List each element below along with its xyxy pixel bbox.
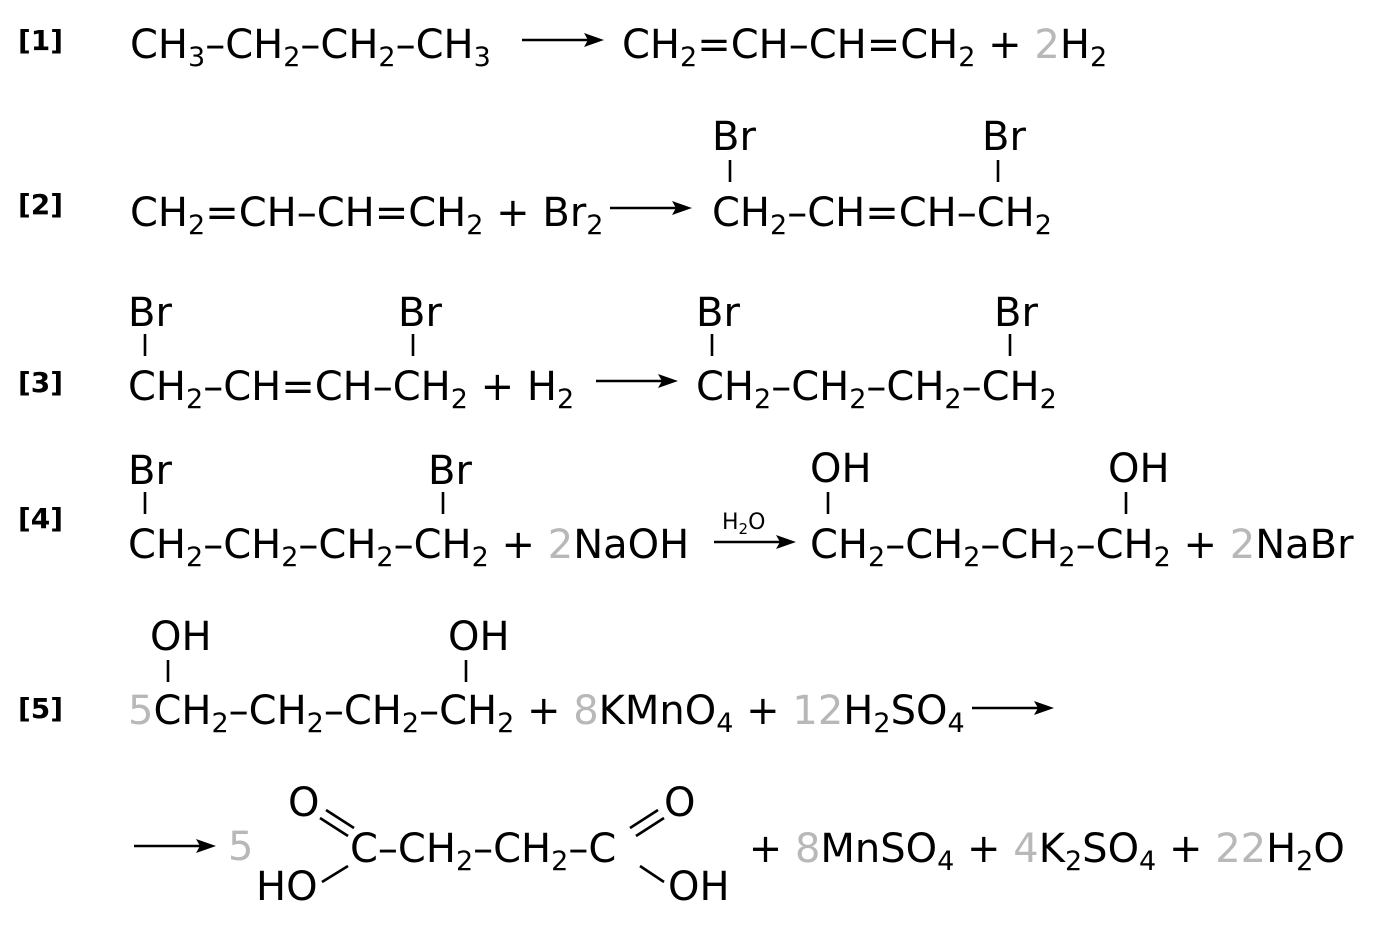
reaction-label: [1] xyxy=(18,24,63,57)
substituent-br: Br xyxy=(696,290,740,336)
reaction-4: [4] Br Br CH2–CH2–CH2–CH2 + 2NaOH H2O OH… xyxy=(18,446,1354,573)
substituent-oh: OH xyxy=(1108,446,1170,492)
bond-single xyxy=(639,864,665,884)
reaction-arrow xyxy=(610,201,692,215)
carbonyl-oxygen: O xyxy=(288,780,319,826)
bond-single xyxy=(321,864,349,884)
bond-double xyxy=(635,816,665,838)
reaction-1: [1] CH3–CH2–CH2–CH3 CH2=CH–CH=CH2 + 2H2 xyxy=(18,22,1107,73)
reactant-dibromobutane-and-naoh: CH2–CH2–CH2–CH2 + 2NaOH xyxy=(128,522,689,573)
reaction-condition-water: H2O xyxy=(722,510,765,538)
reaction-label: [2] xyxy=(18,188,63,221)
substituent-oh: OH xyxy=(448,614,510,660)
reaction-arrow xyxy=(596,374,678,388)
bond-double xyxy=(319,816,349,838)
substituent-br: Br xyxy=(982,114,1026,160)
reaction-arrow xyxy=(714,535,796,549)
bond-double xyxy=(325,808,355,830)
reaction-label: [3] xyxy=(18,366,63,399)
reaction-label: [4] xyxy=(18,502,63,535)
reaction-2: [2] CH2=CH–CH=CH2 + Br2 Br Br CH2–CH=CH–… xyxy=(18,114,1052,241)
hydroxyl-group: OH xyxy=(668,864,730,910)
coefficient: 5 xyxy=(228,824,253,870)
product-dibromobutene: CH2–CH=CH–CH2 xyxy=(712,190,1052,241)
reaction-5: [5] OH OH 5CH2–CH2–CH2–CH2 + 8KMnO4 + 12… xyxy=(18,614,1345,910)
reactant-butadiene-and-bromine: CH2=CH–CH=CH2 + Br2 xyxy=(130,190,603,241)
reaction-arrow-continuation xyxy=(134,839,216,853)
reaction-arrow xyxy=(522,33,604,47)
product-butadiene-and-hydrogen: CH2=CH–CH=CH2 + 2H2 xyxy=(622,22,1107,73)
substituent-br: Br xyxy=(128,290,172,336)
substituent-br: Br xyxy=(712,114,756,160)
substituent-oh: OH xyxy=(150,614,212,660)
carbonyl-oxygen: O xyxy=(664,780,695,826)
reactant-butane: CH3–CH2–CH2–CH3 xyxy=(130,22,491,73)
product-dibromobutane: CH2–CH2–CH2–CH2 xyxy=(696,364,1057,415)
reaction-label: [5] xyxy=(18,692,63,725)
substituent-br: Br xyxy=(398,290,442,336)
product-side-salts-and-water: + 8MnSO4 + 4K2SO4 + 22H2O xyxy=(736,826,1345,877)
substituent-br: Br xyxy=(994,290,1038,336)
reactant-dibromobutene-and-hydrogen: CH2–CH=CH–CH2 + H2 xyxy=(128,364,574,415)
product-butanediol-and-nabr: CH2–CH2–CH2–CH2 + 2NaBr xyxy=(810,522,1354,573)
reaction-3: [3] Br Br CH2–CH=CH–CH2 + H2 Br Br CH2–C… xyxy=(18,290,1057,415)
hydroxyl-group: HO xyxy=(256,864,318,910)
substituent-br: Br xyxy=(428,448,472,494)
product-succinic-acid-backbone: C–CH2–CH2–C xyxy=(350,826,616,877)
reactant-butanediol-kmno4-h2so4: 5CH2–CH2–CH2–CH2 + 8KMnO4 + 12H2SO4 xyxy=(128,688,965,739)
bond-double xyxy=(629,808,659,830)
reaction-arrow xyxy=(972,701,1054,715)
substituent-br: Br xyxy=(128,448,172,494)
substituent-oh: OH xyxy=(810,446,872,492)
